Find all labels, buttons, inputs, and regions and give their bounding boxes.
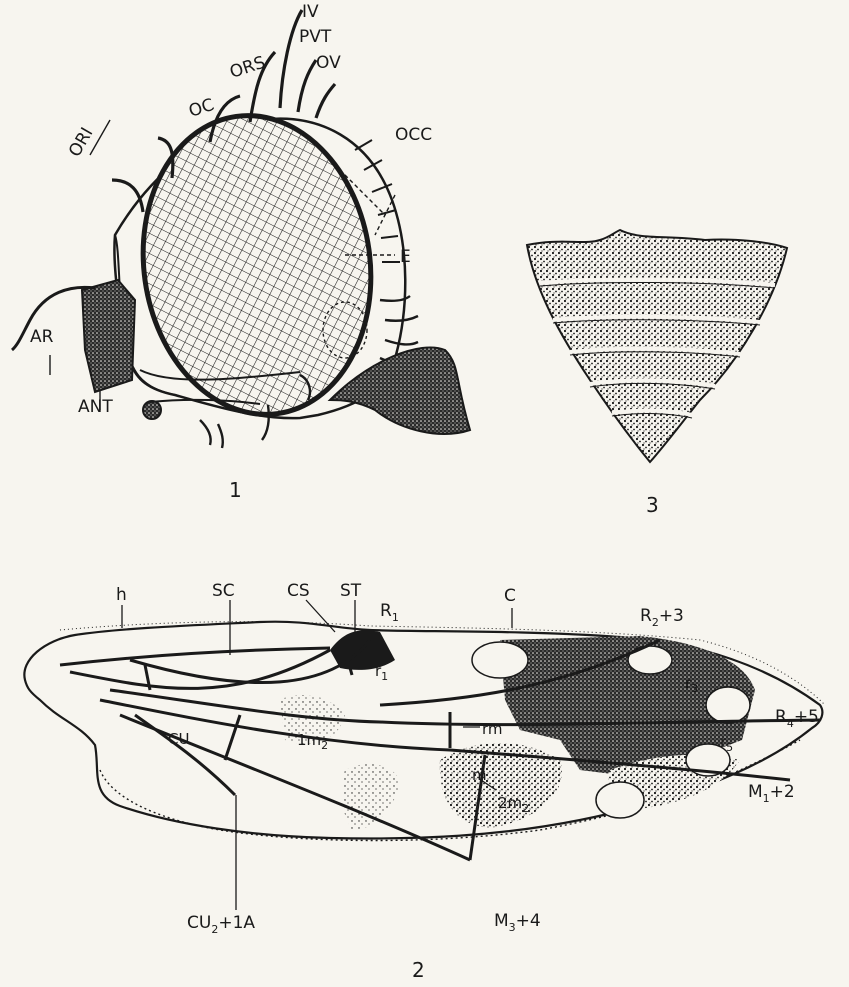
label-rm: rm <box>482 720 503 738</box>
label-m3-4: M3+4 <box>494 911 541 934</box>
label-h: h <box>116 585 127 605</box>
label-cs: CS <box>287 581 310 601</box>
figure-1-head: OC ORS IV PVT OV OCC ORI E AR ANT 1 <box>12 2 470 502</box>
label-ant: ANT <box>78 397 113 417</box>
label-cu2-1a: CU2+1A <box>187 913 255 936</box>
label-r4-5: R4+5 <box>775 707 819 730</box>
figure-3-abdomen: 3 <box>527 230 787 517</box>
label-c: C <box>504 586 516 606</box>
figure-2-wing: h SC CS ST R1 C R2+3 r1 r3 R4+5 CU 1m2 r… <box>24 581 825 982</box>
antenna <box>82 280 135 392</box>
label-ov: OV <box>316 53 341 73</box>
figure-2-number: 2 <box>412 958 425 982</box>
compound-eye <box>124 101 390 430</box>
label-sc: SC <box>212 581 235 601</box>
label-e: E <box>400 247 411 267</box>
label-occ: OCC <box>395 125 432 145</box>
label-ori: ORI <box>65 124 97 160</box>
label-r2-3: R2+3 <box>640 606 684 629</box>
label-pvt: PVT <box>299 27 332 47</box>
label-ors: ORS <box>227 53 267 83</box>
label-m1-2: M1+2 <box>748 782 795 805</box>
label-m: m <box>472 766 487 784</box>
label-r1: R1 <box>380 601 399 624</box>
palp <box>143 401 161 419</box>
label-cu: CU <box>168 730 189 748</box>
label-iv: IV <box>302 2 319 22</box>
abdomen-outline <box>527 230 787 462</box>
figure-3-number: 3 <box>646 493 659 517</box>
label-st: ST <box>340 581 362 601</box>
label-ar: AR <box>30 327 54 347</box>
figure-1-number: 1 <box>229 478 242 502</box>
label-oc: OC <box>186 95 216 122</box>
